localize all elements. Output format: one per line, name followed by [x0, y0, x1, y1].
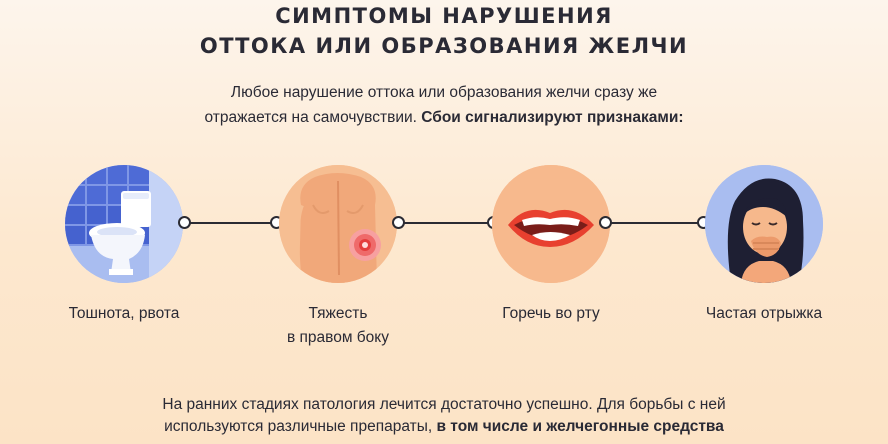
symptom-label-line-1: Тяжесть — [308, 305, 368, 322]
footer-line-1: На ранних стадиях патология лечится дост… — [162, 396, 726, 413]
connector-dot-3 — [392, 216, 405, 229]
connector-1-2 — [184, 222, 276, 224]
footer-line-2: используются различные препараты, в том … — [0, 416, 888, 438]
mouth-icon — [492, 165, 610, 283]
symptom-label-line-1: Тошнота, рвота — [68, 305, 180, 322]
symptom-label-line-1: Горечь во рту — [502, 305, 600, 322]
intro-text: Любое нарушение оттока или образования ж… — [0, 80, 888, 130]
symptom-label-line-1: Частая отрыжка — [705, 305, 823, 322]
symptom-label-bitterness: Горечь во рту — [451, 302, 651, 326]
intro-line-2-bold: Сбои сигнализируют признаками: — [421, 109, 684, 126]
connector-3-4 — [605, 222, 703, 224]
intro-line-2-regular: отражается на самочувствии. — [204, 109, 422, 126]
symptom-circle-burping — [705, 165, 823, 283]
intro-line-1: Любое нарушение оттока или образования ж… — [230, 84, 658, 101]
burping-woman-icon — [705, 165, 823, 283]
connector-dot-1 — [178, 216, 191, 229]
symptom-circle-nausea — [65, 165, 183, 283]
intro-line-2: отражается на самочувствии. Сбои сигнали… — [0, 105, 888, 130]
symptom-label-nausea: Тошнота, рвота — [24, 302, 224, 326]
connector-2-3 — [398, 222, 493, 224]
connector-dot-5 — [599, 216, 612, 229]
footer-line-2-bold: в том числе и желчегонные средства — [436, 418, 724, 435]
footer-line-2-regular: используются различные препараты, — [164, 418, 437, 435]
symptom-label-burping: Частая отрыжка — [664, 302, 864, 326]
symptom-label-heaviness: Тяжесть в правом боку — [238, 302, 438, 350]
symptom-circle-bitterness — [492, 165, 610, 283]
back-pain-icon — [279, 165, 397, 283]
symptom-circle-heaviness — [279, 165, 397, 283]
title-line-2: ОТТОКА ИЛИ ОБРАЗОВАНИЯ ЖЕЛЧИ — [199, 34, 689, 58]
symptom-label-line-2: в правом боку — [286, 329, 390, 346]
footer-text: На ранних стадиях патология лечится дост… — [0, 394, 888, 438]
toilet-icon — [65, 165, 183, 283]
title-line-1: СИМПТОМЫ НАРУШЕНИЯ — [275, 4, 613, 28]
